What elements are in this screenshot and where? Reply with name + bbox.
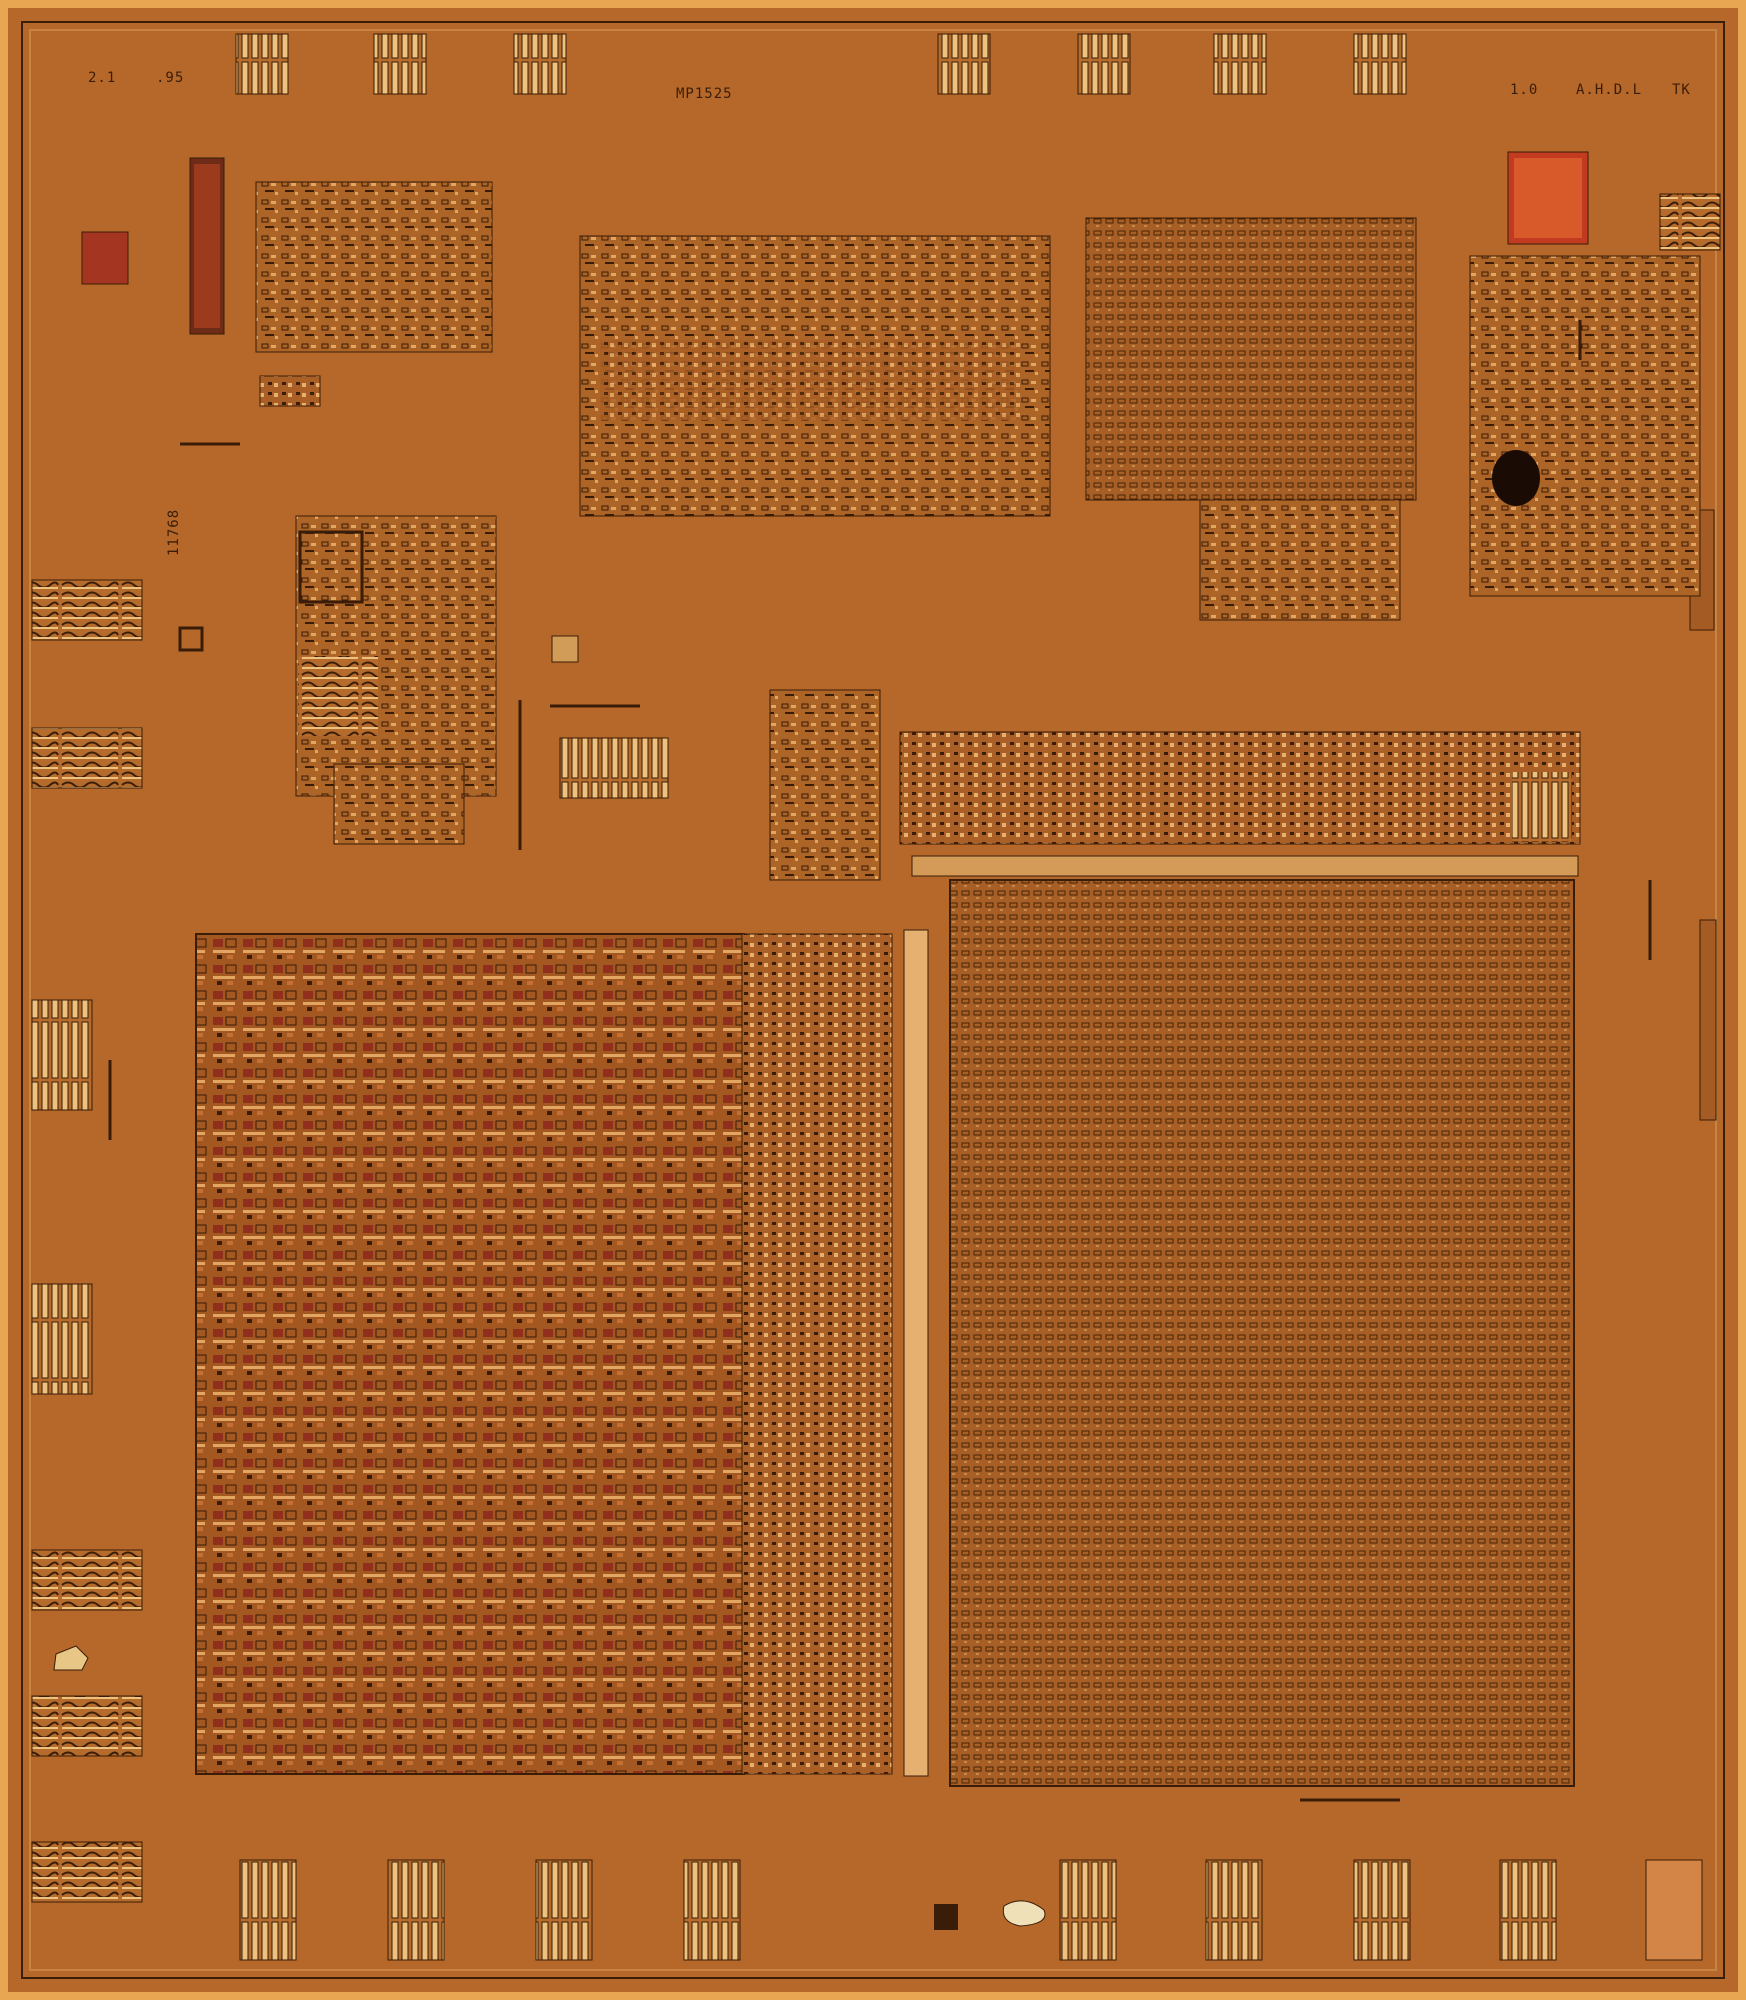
marking-name: A.H.D.L — [1576, 82, 1642, 98]
marking-tk: TK — [1672, 82, 1691, 98]
top-bond-pads — [235, 33, 1407, 95]
marking-code: .95 — [156, 70, 184, 86]
column-decoders — [741, 933, 893, 1775]
left-bond-pads — [31, 579, 143, 1903]
marking-version: 1.0 — [1510, 82, 1538, 98]
bottom-bond-pads — [239, 1859, 1703, 1961]
upper-left-logic-block — [255, 181, 493, 353]
logic-sea — [949, 879, 1575, 1787]
sram-array — [195, 933, 745, 1775]
marking-side-code: 11768 — [166, 509, 182, 556]
part-number: MP1525 — [676, 86, 733, 102]
upper-right-rom — [1085, 217, 1417, 501]
right-bond-pads — [1659, 193, 1721, 1121]
marking-rev: 2.1 — [88, 70, 116, 86]
right-edge-logic — [1469, 255, 1701, 597]
driver-row — [899, 731, 1581, 845]
routing-traces — [108, 320, 1652, 1802]
